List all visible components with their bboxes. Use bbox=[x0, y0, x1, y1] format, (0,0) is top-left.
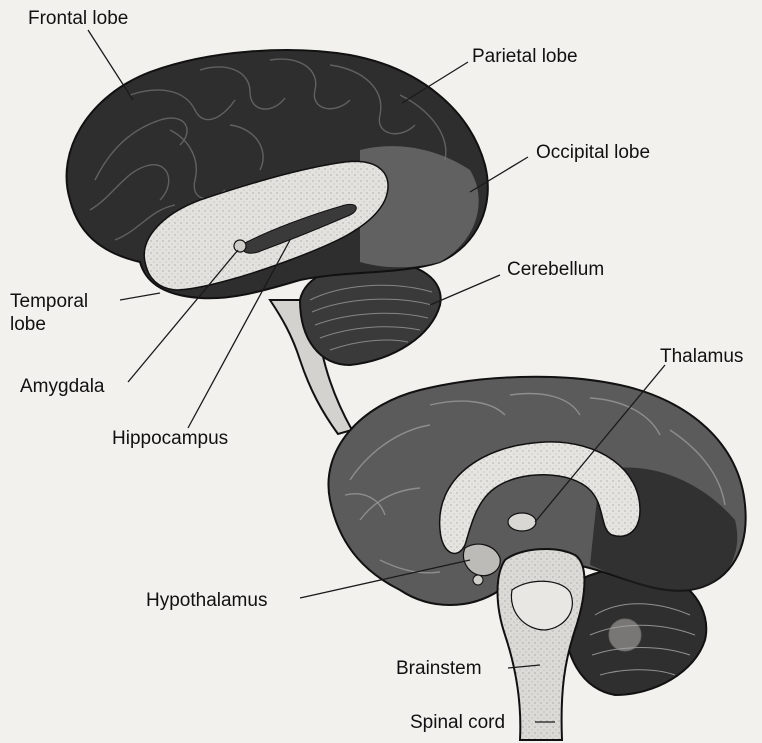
label-cerebellum: Cerebellum bbox=[507, 258, 604, 281]
label-parietal-lobe: Parietal lobe bbox=[472, 45, 578, 68]
label-hippocampus: Hippocampus bbox=[112, 427, 228, 450]
label-frontal-lobe: Frontal lobe bbox=[28, 7, 128, 30]
label-temporal-lobe-line1: Temporal bbox=[10, 290, 88, 313]
lateral-brain-view bbox=[67, 50, 488, 434]
label-brainstem: Brainstem bbox=[396, 657, 482, 680]
leader-frontal-lobe bbox=[88, 30, 133, 100]
thalamus-shape bbox=[508, 513, 536, 531]
label-thalamus: Thalamus bbox=[660, 345, 743, 368]
label-amygdala: Amygdala bbox=[20, 375, 105, 398]
leader-temporal-lobe bbox=[120, 293, 160, 300]
amygdala-shape bbox=[234, 240, 246, 252]
label-occipital-lobe: Occipital lobe bbox=[536, 141, 650, 164]
sagittal-brain-view bbox=[328, 377, 745, 740]
label-hypothalamus: Hypothalamus bbox=[146, 589, 267, 612]
label-spinal-cord: Spinal cord bbox=[410, 711, 505, 734]
leader-cerebellum bbox=[430, 275, 500, 305]
pituitary bbox=[473, 575, 483, 585]
label-temporal-lobe-line2: lobe bbox=[10, 313, 88, 336]
label-temporal-lobe: Temporal lobe bbox=[10, 290, 88, 336]
